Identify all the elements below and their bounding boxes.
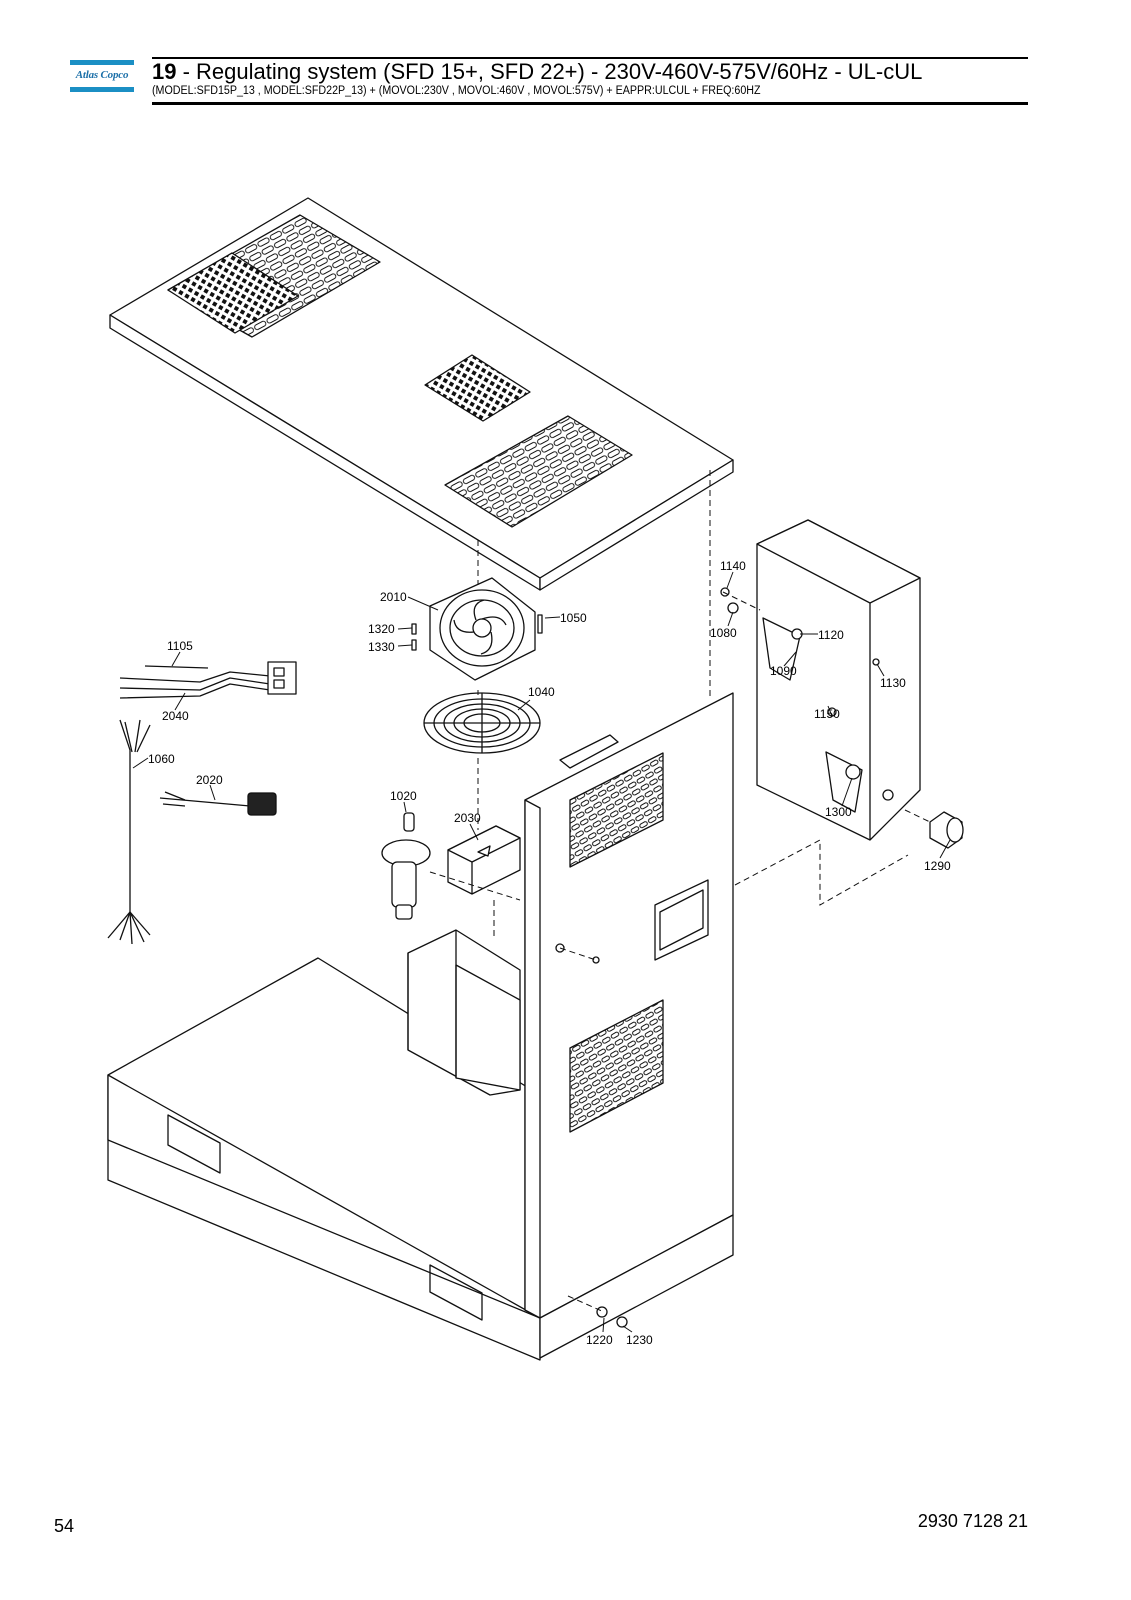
part-label: 1330 — [368, 640, 395, 654]
part-label: 1320 — [368, 622, 395, 636]
side-panel — [524, 692, 734, 1359]
part-label: 2030 — [454, 811, 481, 825]
box-2030 — [447, 825, 521, 895]
part-label: 2040 — [162, 709, 189, 723]
part-label: 1220 — [586, 1333, 613, 1347]
part-label: 1090 — [770, 664, 797, 678]
part-label: 2010 — [380, 590, 407, 604]
filter-1020 — [381, 812, 431, 920]
logo-bar-top — [70, 60, 134, 65]
cable-1060 — [107, 719, 151, 945]
part-label: 2020 — [196, 773, 223, 787]
part-label: 1080 — [710, 626, 737, 640]
header-rule-bottom — [152, 102, 1028, 105]
cable-2020 — [159, 791, 277, 816]
part-label: 1230 — [626, 1333, 653, 1347]
page-subtitle: (MODEL:SFD15P_13 , MODEL:SFD22P_13) + (M… — [152, 85, 761, 97]
internal-duct — [407, 929, 521, 1096]
logo-text: Atlas Copco — [75, 69, 129, 81]
part-label: 1120 — [818, 628, 844, 642]
page-number: 54 — [54, 1516, 75, 1536]
part-1290-sleeve — [929, 811, 964, 849]
part-label: 1040 — [528, 685, 555, 699]
part-label: 1150 — [814, 707, 840, 721]
fan-guard-1040 — [423, 692, 541, 754]
part-label: 1020 — [390, 789, 417, 803]
page-title: 19 - Regulating system (SFD 15+, SFD 22+… — [152, 59, 922, 85]
part-label: 1105 — [167, 639, 193, 653]
part-label: 1130 — [880, 676, 906, 690]
part-label: 1290 — [924, 859, 951, 873]
part-label: 1140 — [720, 559, 746, 573]
part-label: 1050 — [560, 611, 587, 625]
logo-bar-bottom — [70, 87, 134, 92]
alignment-lines — [429, 470, 931, 1313]
leader-lines — [132, 571, 951, 1333]
document-number: 2930 7128 21 — [917, 1511, 1028, 1531]
fan-2010 — [429, 577, 536, 681]
electrical-cabinet — [756, 519, 921, 841]
wire-harness-2040 — [119, 661, 297, 699]
section-number: 19 — [152, 59, 177, 84]
title-text: - Regulating system (SFD 15+, SFD 22+) -… — [176, 59, 923, 84]
top-cover — [109, 197, 734, 591]
atlas-copco-logo: Atlas Copco — [70, 58, 134, 94]
part-label: 1300 — [825, 805, 852, 819]
part-labels: 1140 1080 1120 1090 1130 1150 1300 1290 … — [148, 559, 951, 1347]
part-label: 1060 — [148, 752, 175, 766]
header-rule-top — [152, 57, 1028, 59]
